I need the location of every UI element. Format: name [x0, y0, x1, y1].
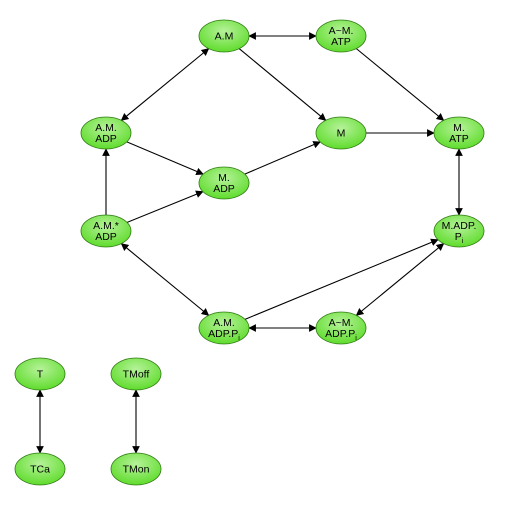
node-label-line: M.ADP. — [442, 220, 477, 232]
node-M_ATP: M.ATP — [433, 116, 485, 150]
node-label-subscript: i — [355, 335, 357, 342]
edges-layer — [36, 32, 463, 454]
node-label-line: ADP.Pi — [325, 328, 357, 342]
node-label-line: ADP — [95, 231, 117, 243]
node-ellipse — [198, 19, 250, 53]
node-ellipse — [110, 357, 162, 391]
node-AM: A.M — [198, 19, 250, 53]
node-label-line: ATP — [331, 36, 351, 48]
node-M_ADP_Pi: M.ADP.Pi — [433, 214, 485, 248]
node-label-line: M. — [218, 172, 230, 184]
node-label-line: A.M — [215, 31, 234, 43]
node-AM_ADP_Pi: A.M.ADP.Pi — [198, 311, 250, 345]
edge-AM-to-M — [238, 48, 327, 121]
node-ellipse — [315, 311, 367, 345]
node-label-line: ADP — [95, 133, 117, 145]
node-label-line: Pi — [455, 231, 464, 245]
node-AtildeM_ATP: A~M.ATP — [315, 19, 367, 53]
node-label-line: ADP.Pi — [208, 328, 240, 342]
edge-AtildeM_ATP-to-M_ATP — [356, 48, 445, 121]
edge-AMstar_ADP-to-M_ADP — [126, 190, 204, 223]
node-ellipse — [14, 452, 66, 486]
node-label-line: A~M. — [329, 317, 354, 329]
node-ellipse — [110, 452, 162, 486]
node-label-subscript: i — [462, 238, 464, 245]
edge-AMstar_ADP-to-AM_ADP_Pi — [120, 243, 210, 316]
node-AMstar_ADP: A.M.*ADP — [80, 214, 132, 248]
edge-AM_ADP-to-M_ADP — [126, 141, 204, 176]
node-label-line: A.M. — [213, 317, 235, 329]
edge-M_ADP-to-M — [244, 141, 321, 175]
edge-AM_ADP_Pi-to-M_ADP_Pi — [244, 238, 439, 320]
node-label-line: A.M. — [95, 122, 117, 134]
node-AtildeM_ADP_Pi: A~M.ADP.Pi — [315, 311, 367, 345]
node-TMoff: TMoff — [110, 357, 162, 391]
node-label-line: TMoff — [123, 369, 150, 381]
node-ellipse — [433, 116, 485, 150]
node-label-line: M. — [453, 122, 465, 134]
node-ellipse — [315, 19, 367, 53]
node-label-line: ADP — [213, 183, 235, 195]
node-ellipse — [80, 214, 132, 248]
node-AM_ADP: A.M.ADP — [80, 116, 132, 150]
node-label-line: TMon — [123, 464, 150, 476]
node-T: T — [14, 357, 66, 391]
edge-AtildeM_ADP_Pi-to-M_ADP_Pi — [355, 243, 445, 316]
edge-AM-to-AM_ADP — [120, 48, 210, 121]
node-label-line: ATP — [449, 133, 469, 145]
node-ellipse — [80, 116, 132, 150]
node-label-subscript: i — [238, 335, 240, 342]
node-label-line: A.M.* — [93, 220, 119, 232]
node-ellipse — [315, 116, 367, 150]
node-label-line: T — [37, 369, 44, 381]
node-ellipse — [14, 357, 66, 391]
node-ellipse — [198, 311, 250, 345]
node-label-line: M — [337, 128, 346, 140]
node-ellipse — [198, 166, 250, 200]
node-label-line: TCa — [30, 464, 50, 476]
node-M_ADP: M.ADP — [198, 166, 250, 200]
node-M: M — [315, 116, 367, 150]
node-TCa: TCa — [14, 452, 66, 486]
node-label-line: A~M. — [329, 25, 354, 37]
node-TMon: TMon — [110, 452, 162, 486]
node-ellipse — [433, 214, 485, 248]
